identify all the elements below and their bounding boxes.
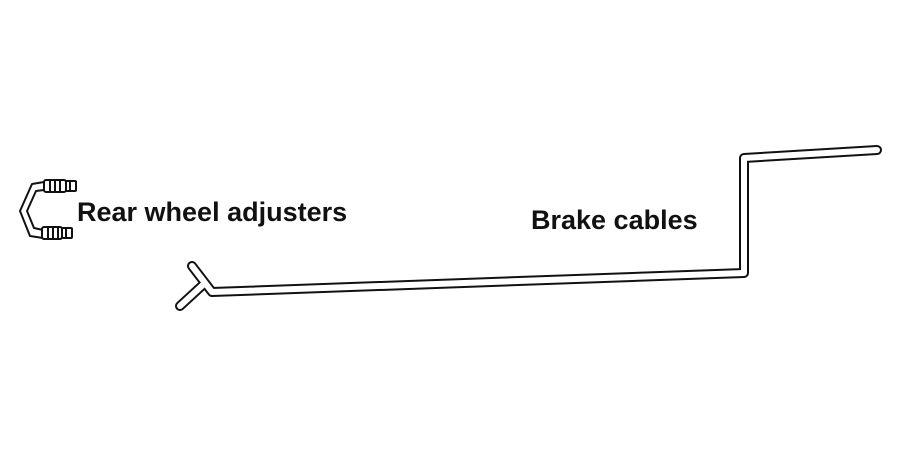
rear-wheel-adjuster-part (19, 179, 77, 240)
rear-wheel-adjusters-label: Rear wheel adjusters (77, 197, 348, 227)
brake-cable-part (175, 145, 882, 311)
brake-cables-label: Brake cables (531, 205, 698, 235)
